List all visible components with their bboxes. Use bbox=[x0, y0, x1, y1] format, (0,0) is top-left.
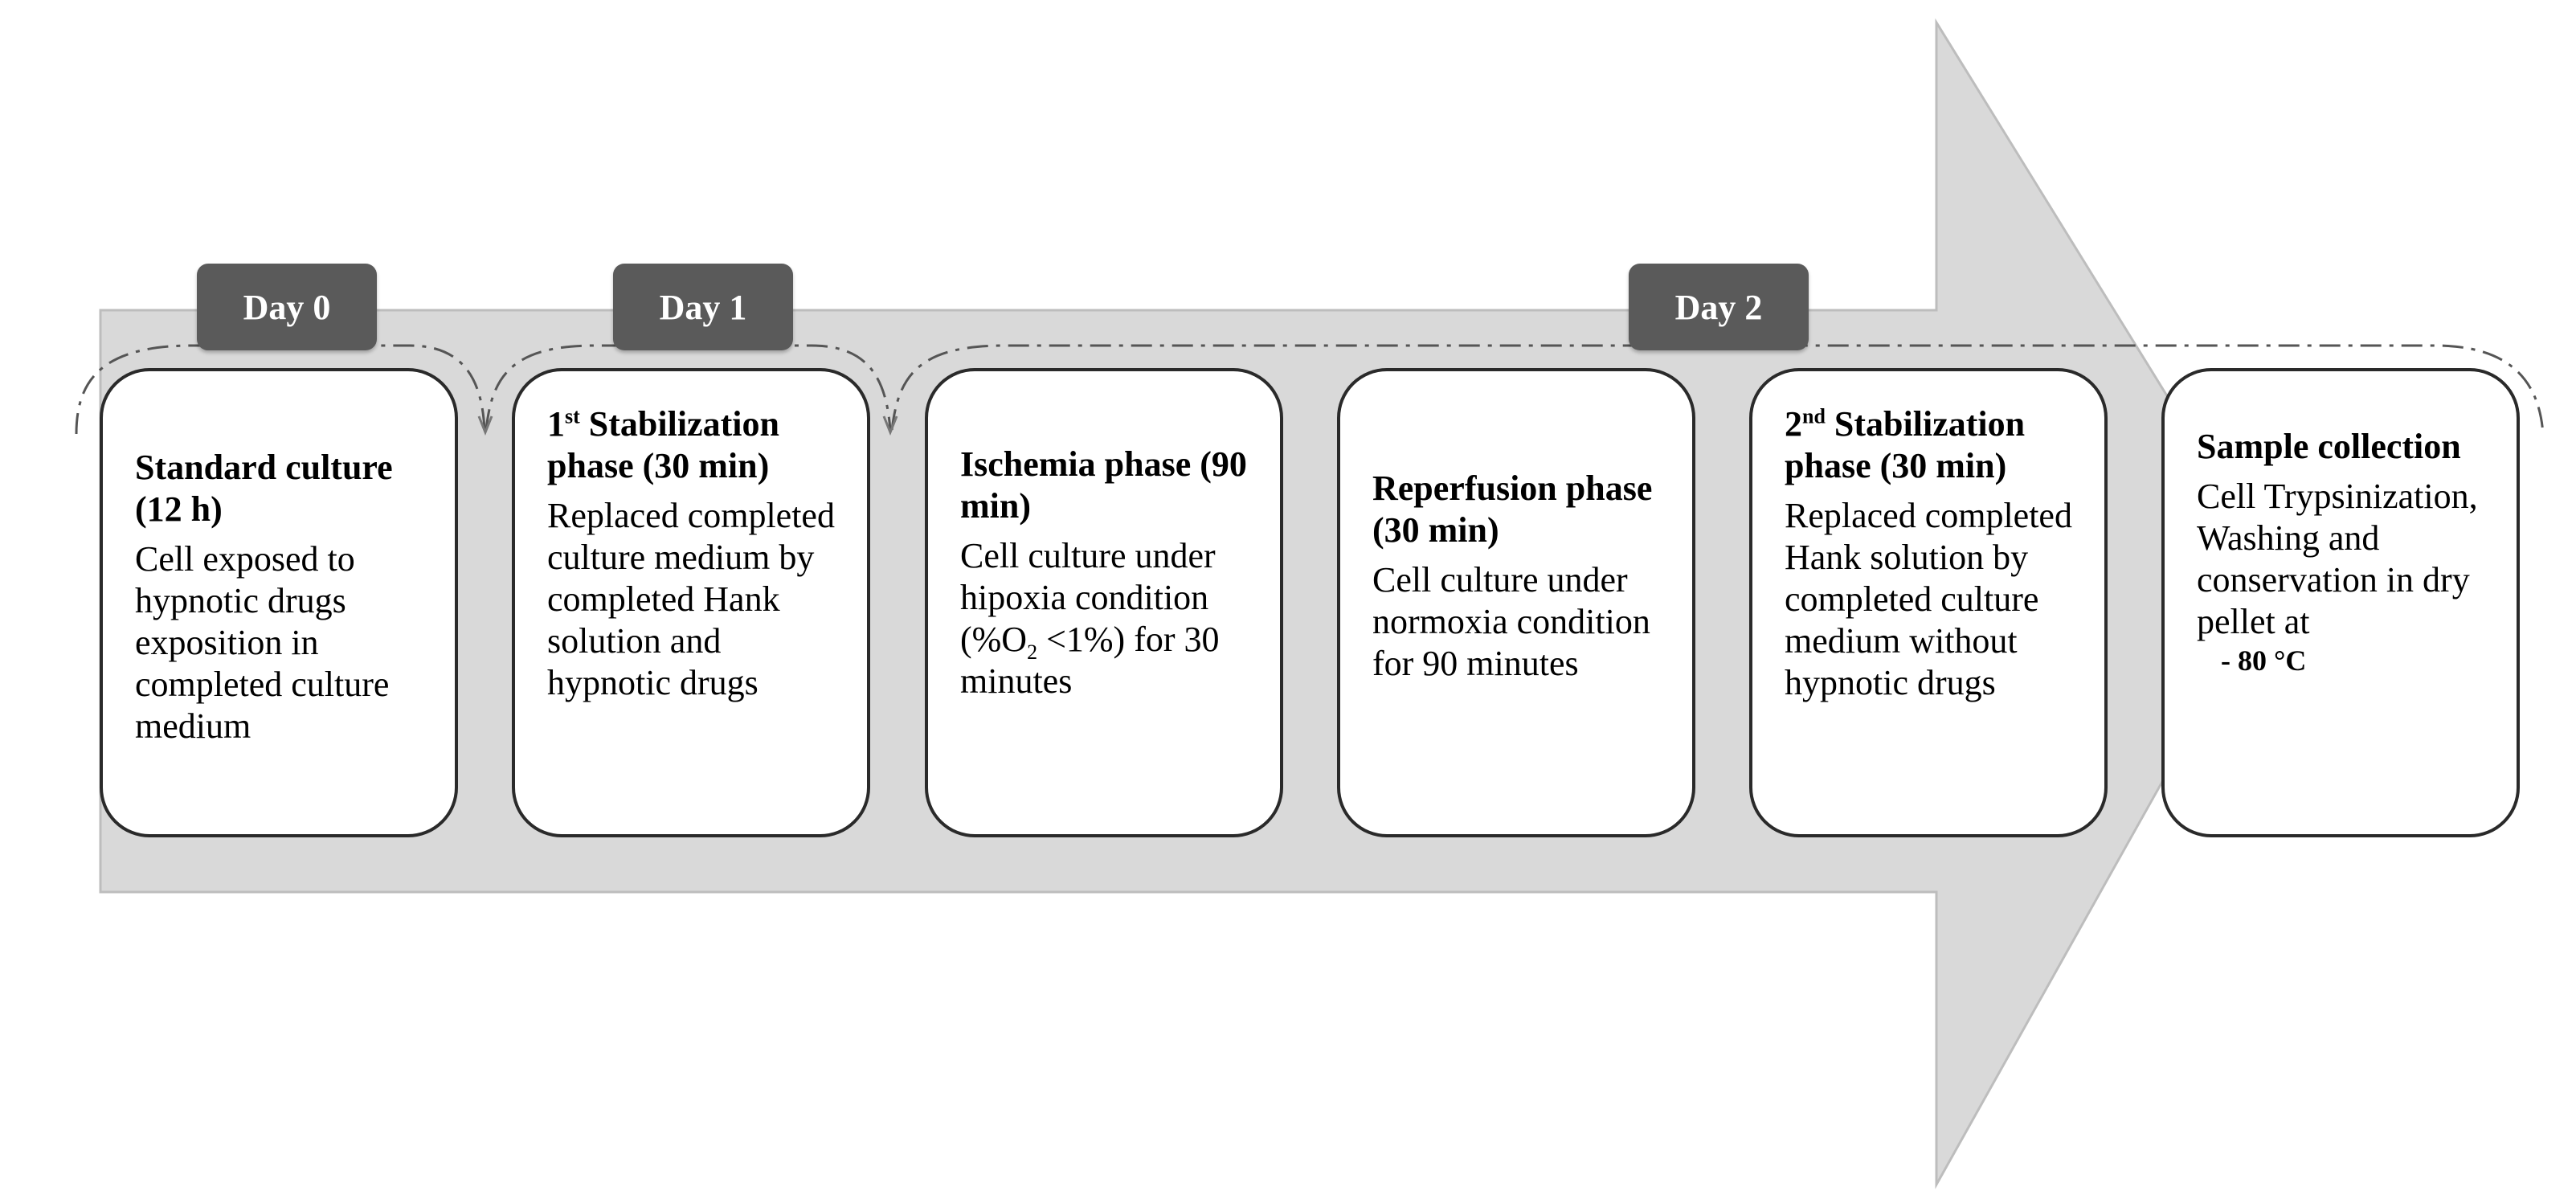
phase-description: Cell culture under hipoxia condition (%O… bbox=[960, 535, 1262, 702]
phase-title: Sample collection bbox=[2197, 427, 2461, 466]
phase-description-text-end: <1%) for 30 minutes bbox=[960, 620, 1220, 701]
phase-card-standard-culture: Standard culture (12 h) Cell exposed to … bbox=[100, 368, 458, 837]
phase-title: Standard culture (12 h) bbox=[135, 448, 393, 529]
phase-description: Cell culture under normoxia condition fo… bbox=[1372, 560, 1650, 683]
phase-description: Cell Trypsinization, Washing and conserv… bbox=[2197, 477, 2478, 641]
day-0-bracket bbox=[75, 344, 486, 435]
phase-description-temperature: - 80 °C bbox=[2221, 645, 2307, 677]
phase-card-first-stabilization: 1st Stabilization phase (30 min) Replace… bbox=[512, 368, 870, 837]
phase-description-text: Cell culture under hipoxia condition (%O bbox=[960, 536, 1216, 659]
phase-card-sample-collection: Sample collection Cell Trypsinization, W… bbox=[2161, 368, 2520, 837]
phase-title: 2nd Stabilization phase (30 min) bbox=[1785, 403, 2087, 487]
day-0-tab: Day 0 bbox=[197, 264, 377, 350]
phase-card-second-stabilization: 2nd Stabilization phase (30 min) Replace… bbox=[1749, 368, 2108, 837]
phase-title-superscript: st bbox=[565, 404, 580, 428]
chevron-down-icon bbox=[882, 415, 898, 436]
day-1-bracket bbox=[485, 344, 892, 431]
phase-description: Replaced completed culture medium by com… bbox=[547, 496, 835, 702]
phase-title-text: Stabilization phase (30 min) bbox=[547, 404, 779, 485]
phase-title-number: 2 bbox=[1785, 404, 1802, 444]
chevron-down-icon bbox=[477, 415, 493, 436]
phase-title-superscript: nd bbox=[1802, 404, 1826, 428]
phase-title-text: Stabilization phase (30 min) bbox=[1785, 404, 2026, 485]
phase-card-reperfusion: Reperfusion phase (30 min) Cell culture … bbox=[1337, 368, 1695, 837]
phase-title: Ischemia phase (90 min) bbox=[960, 444, 1247, 526]
phase-title-number: 1 bbox=[547, 404, 565, 444]
day-2-tab: Day 2 bbox=[1629, 264, 1809, 350]
phase-card-ischemia: Ischemia phase (90 min) Cell culture und… bbox=[925, 368, 1283, 837]
phase-description: Replaced completed Hank solution by comp… bbox=[1785, 496, 2072, 702]
phase-description: Cell exposed to hypnotic drugs expositio… bbox=[135, 539, 390, 746]
phase-description-subscript: 2 bbox=[1027, 640, 1038, 664]
day-1-tab: Day 1 bbox=[613, 264, 793, 350]
phase-title: 1st Stabilization phase (30 min) bbox=[547, 403, 849, 487]
phase-title: Reperfusion phase (30 min) bbox=[1372, 469, 1653, 550]
